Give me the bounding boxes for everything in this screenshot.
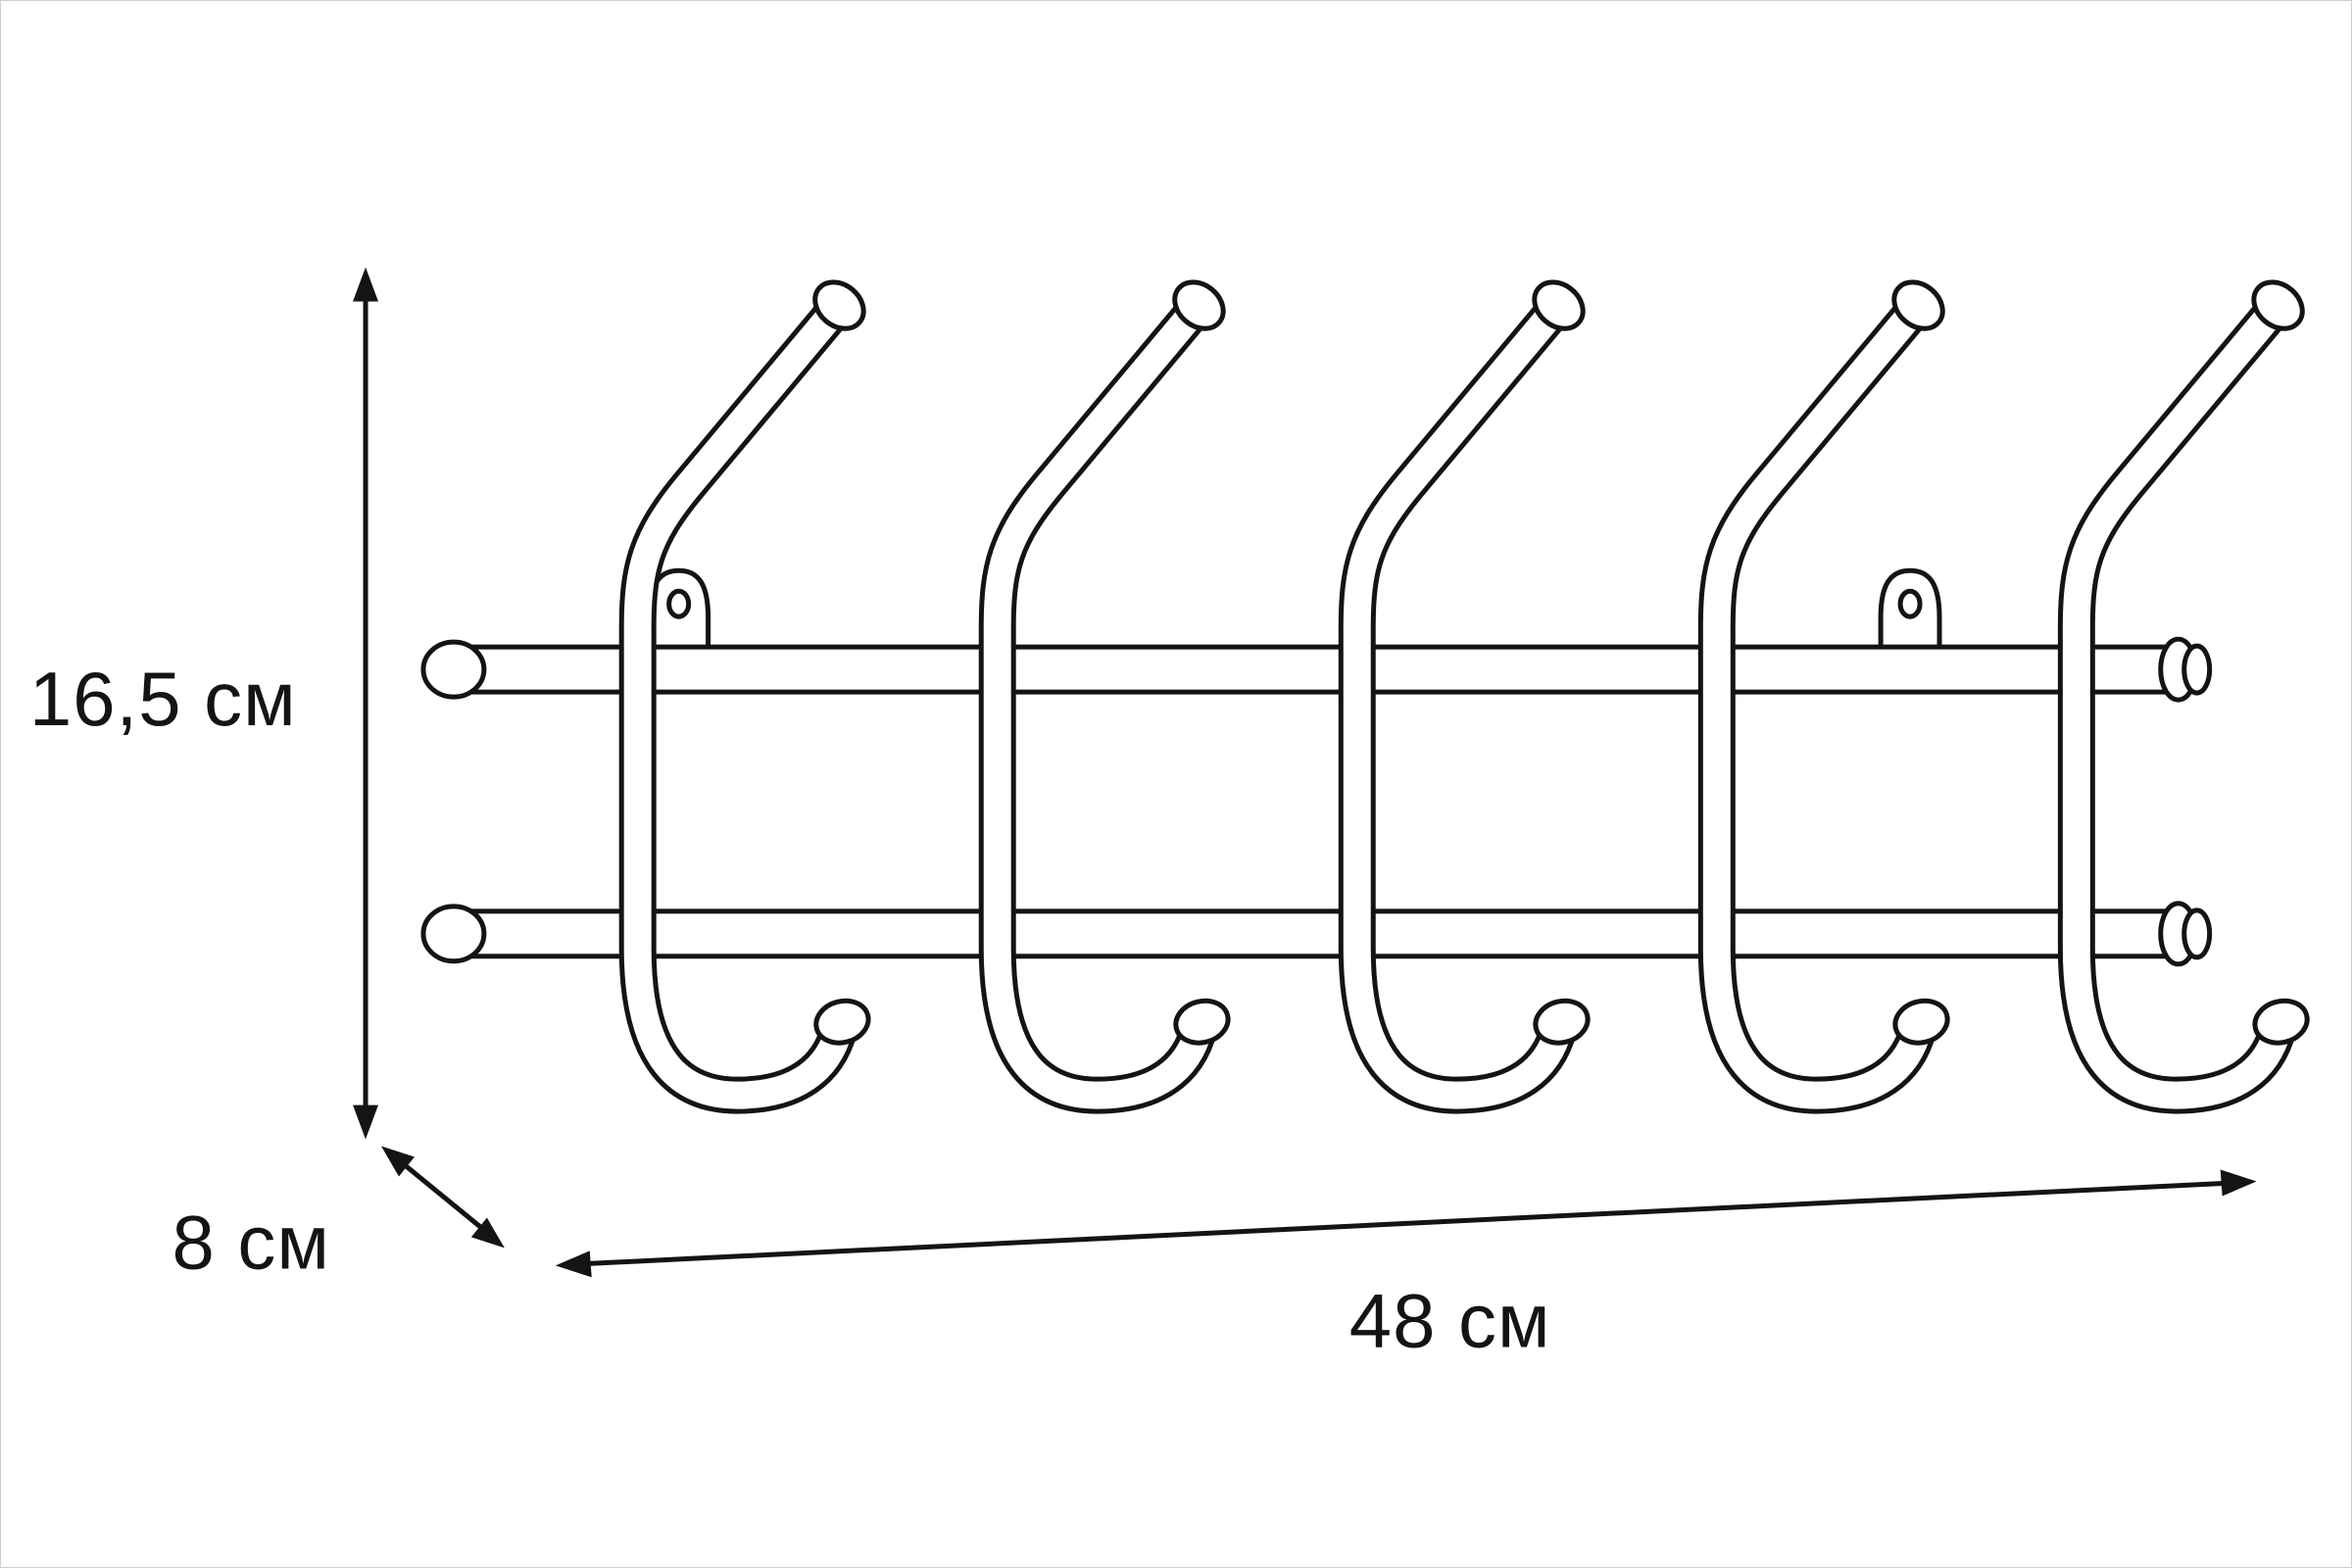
top-rail-right-cap xyxy=(2158,636,2213,703)
bottom-rail-left-cap xyxy=(420,904,487,964)
arrowhead-right xyxy=(2220,1169,2257,1197)
depth-dimension: 8 см xyxy=(172,1146,505,1285)
rack-drawing xyxy=(420,272,2312,1095)
arrowhead-upper-left xyxy=(381,1146,415,1177)
top-rail-left-cap xyxy=(420,639,487,700)
dimension-annotations: 16,5 см 8 см 48 см xyxy=(29,267,2257,1363)
arrowhead-lower-right xyxy=(470,1217,505,1249)
width-dimension: 48 см xyxy=(555,1169,2257,1363)
arrowhead-left xyxy=(555,1250,592,1278)
depth-label: 8 см xyxy=(172,1199,329,1285)
bottom-rail-right-cap xyxy=(2158,901,2213,967)
arrowhead-down xyxy=(353,1104,379,1140)
bottom-rail xyxy=(449,908,2178,959)
height-dimension: 16,5 см xyxy=(29,267,379,1140)
rails xyxy=(420,636,2213,967)
width-label: 48 см xyxy=(1349,1277,1551,1363)
arrowhead-up xyxy=(353,267,379,302)
top-rail xyxy=(449,644,2178,695)
height-label: 16,5 см xyxy=(29,656,297,742)
